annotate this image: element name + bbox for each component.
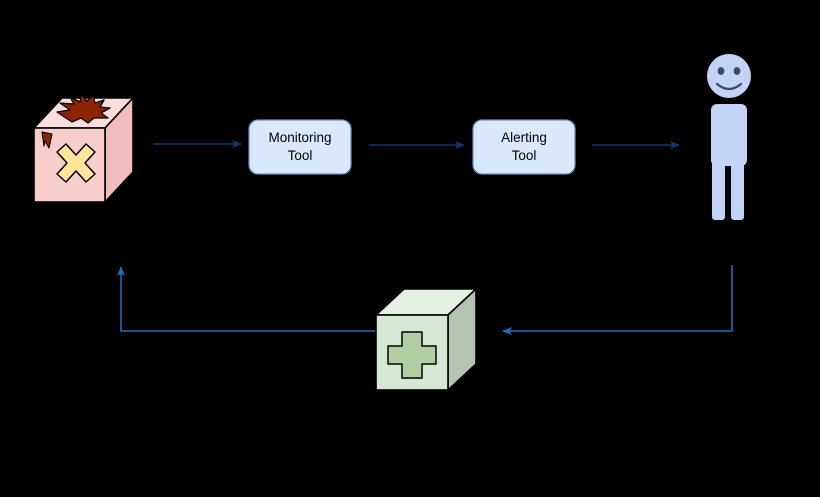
edge-polyline (117, 266, 375, 332)
actor-head (707, 54, 751, 98)
on-call-engineer-actor[interactable] (707, 54, 751, 220)
actor-leg-right (731, 155, 744, 220)
actor-body (711, 104, 747, 166)
edge-remediation-to-failing-service (117, 266, 375, 332)
alerting-tool-box[interactable] (472, 119, 576, 175)
alerting-tool-rect[interactable] (472, 119, 576, 175)
monitoring-tool-rect[interactable] (248, 119, 352, 175)
actor-eye-left (717, 67, 725, 75)
actor-eye-right (733, 67, 741, 75)
lightning-bolt-icon (41, 131, 53, 149)
edge-engineer-to-remediation (502, 265, 733, 335)
remediation-cube[interactable] (373, 287, 479, 392)
monitoring-tool-box[interactable] (248, 119, 352, 175)
actor-smile (715, 82, 743, 91)
actor-leg-left (712, 155, 725, 220)
failing-service-cube[interactable] (32, 93, 135, 205)
edge-polyline (502, 265, 733, 335)
plus-icon (387, 331, 437, 379)
explosion-burst-icon (56, 93, 111, 124)
cross-x-icon (56, 143, 96, 183)
